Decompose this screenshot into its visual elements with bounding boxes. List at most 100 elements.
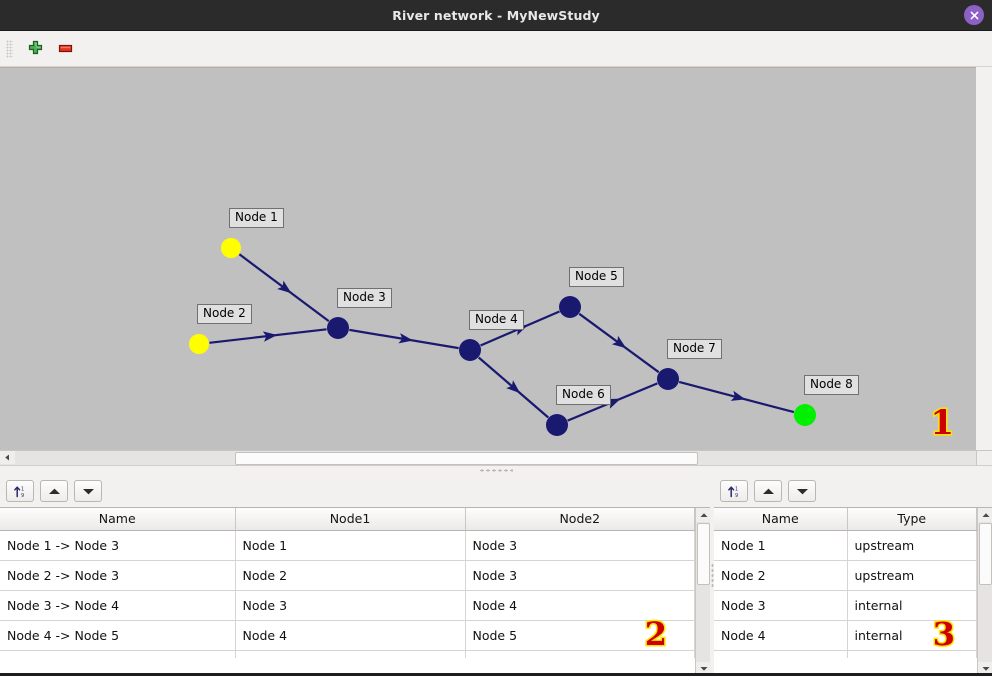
reaches-toolbar: 1 9: [0, 475, 710, 507]
graph-node-label[interactable]: Node 8: [804, 375, 859, 395]
table-cell[interactable]: [235, 650, 466, 658]
delete-node-button[interactable]: [50, 35, 80, 63]
table-cell[interactable]: Node 4 -> Node 5: [0, 620, 236, 651]
graph-node-label[interactable]: Node 5: [569, 267, 624, 287]
toolbar-drag-handle[interactable]: [6, 39, 13, 58]
table-cell[interactable]: [465, 650, 695, 658]
graph-node[interactable]: [327, 317, 349, 339]
table-cell[interactable]: Node 3: [714, 590, 848, 621]
reaches-vscroll-thumb[interactable]: [697, 523, 710, 585]
reaches-panel: 1 9: [0, 475, 711, 676]
table-cell[interactable]: Node 2 -> Node 3: [0, 560, 236, 591]
reaches-vertical-scrollbar[interactable]: [695, 508, 711, 676]
table-cell[interactable]: [0, 650, 236, 658]
graph-node[interactable]: [221, 238, 241, 258]
graph-node[interactable]: [559, 296, 581, 318]
reaches-move-down-button[interactable]: [74, 480, 102, 502]
graph-node[interactable]: [657, 368, 679, 390]
table-cell[interactable]: upstream: [847, 560, 977, 591]
table-cell[interactable]: Node 1 -> Node 3: [0, 530, 236, 561]
window-bottom-edge: [0, 673, 992, 676]
graph-node[interactable]: [459, 339, 481, 361]
graph-node-label[interactable]: Node 3: [337, 288, 392, 308]
table-cell[interactable]: Node 4: [465, 590, 695, 621]
nodes-panel: 1 9: [714, 475, 992, 676]
network-graph-svg: [189, 238, 816, 436]
table-cell[interactable]: Node 3: [465, 530, 695, 561]
nodes-move-down-button[interactable]: [788, 480, 816, 502]
column-header[interactable]: Type: [847, 508, 977, 531]
reaches-move-up-button[interactable]: [40, 480, 68, 502]
annotation-3: 3: [931, 615, 956, 653]
graph-node[interactable]: [189, 334, 209, 354]
column-header[interactable]: Name: [714, 508, 848, 531]
table-cell[interactable]: Node 1: [714, 530, 848, 561]
graph-edge-arrow: [611, 335, 627, 349]
reaches-sort-button[interactable]: 1 9: [6, 480, 34, 502]
graph-node[interactable]: [794, 404, 816, 426]
close-icon: [970, 11, 978, 19]
annotation-2: 2: [643, 615, 668, 653]
graph-node-label[interactable]: Node 2: [197, 304, 252, 324]
table-cell[interactable]: Node 3: [235, 590, 466, 621]
add-icon: [28, 40, 42, 55]
graph-node-label[interactable]: Node 6: [556, 385, 611, 405]
triangle-up-icon: [762, 488, 774, 494]
column-header[interactable]: Node2: [465, 508, 695, 531]
nodes-vscroll-thumb[interactable]: [979, 523, 992, 585]
table-cell[interactable]: [847, 650, 977, 658]
close-window-button[interactable]: [964, 5, 984, 25]
table-cell[interactable]: Node 1: [235, 530, 466, 561]
vertical-splitter-grip-icon: [710, 562, 714, 589]
bottom-panels: 1 9: [0, 475, 992, 676]
table-cell[interactable]: Node 3: [465, 560, 695, 591]
horizontal-splitter[interactable]: [0, 465, 992, 475]
reaches-scroll-up-button[interactable]: [696, 508, 711, 522]
table-cell[interactable]: Node 3 -> Node 4: [0, 590, 236, 621]
graph-node-label[interactable]: Node 7: [667, 339, 722, 359]
add-node-button[interactable]: [20, 35, 50, 63]
graph-nodes: [189, 238, 816, 436]
table-cell[interactable]: upstream: [847, 530, 977, 561]
table-row-partial[interactable]: [714, 650, 977, 658]
nodes-move-up-button[interactable]: [754, 480, 782, 502]
table-cell[interactable]: internal: [847, 590, 977, 621]
table-cell[interactable]: Node 2: [235, 560, 466, 591]
graph-hscroll-thumb[interactable]: [235, 452, 698, 465]
scroll-left-button[interactable]: [0, 451, 15, 464]
table-cell[interactable]: Node 4: [235, 620, 466, 651]
table-row-partial[interactable]: [0, 650, 695, 658]
table-cell[interactable]: internal: [847, 620, 977, 651]
graph-horizontal-scrollbar[interactable]: [0, 450, 976, 465]
table-cell[interactable]: Node 2: [714, 560, 848, 591]
nodes-sort-button[interactable]: 1 9: [720, 480, 748, 502]
column-header[interactable]: Name: [0, 508, 236, 531]
table-cell[interactable]: Node 4: [714, 620, 848, 651]
table-cell[interactable]: Node 5: [465, 620, 695, 651]
graph-edge-arrow: [277, 280, 292, 294]
graph-node-label[interactable]: Node 4: [469, 310, 524, 330]
nodes-scroll-down-button[interactable]: [978, 662, 992, 676]
vertical-splitter[interactable]: [710, 475, 714, 676]
graph-node-label[interactable]: Node 1: [229, 208, 284, 228]
column-header[interactable]: Node1: [235, 508, 466, 531]
reaches-scroll-down-button[interactable]: [696, 662, 711, 676]
nodes-scroll-up-button[interactable]: [978, 508, 992, 522]
delete-icon: [58, 44, 72, 53]
splitter-grip-icon: [479, 469, 513, 472]
graph-node[interactable]: [546, 414, 568, 436]
nodes-vertical-scrollbar[interactable]: [977, 508, 992, 676]
table-cell[interactable]: [714, 650, 848, 658]
network-graph-canvas[interactable]: Node 1 Node 2 Node 3 Node 4 Node 5 Node 6 Node…: [0, 67, 976, 450]
